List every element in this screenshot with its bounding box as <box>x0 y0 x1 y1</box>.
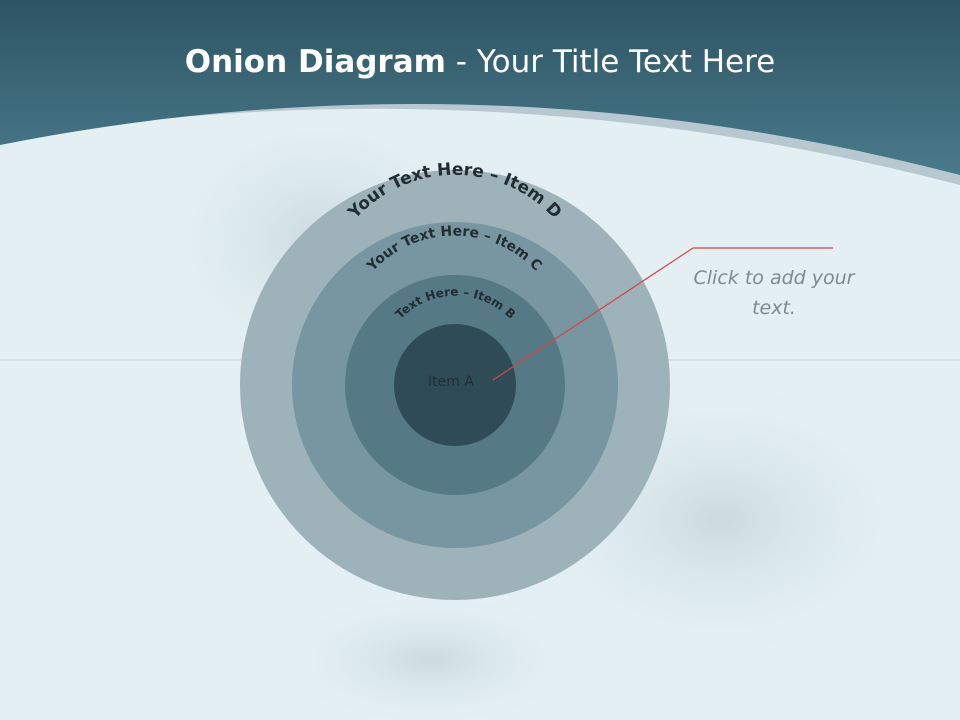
callout-connector-line <box>492 247 833 381</box>
layer-a-label: Item A <box>428 374 474 390</box>
glass-reflection <box>270 590 590 720</box>
title-bold: Onion Diagram <box>184 44 446 80</box>
callout-text-placeholder[interactable]: Click to add your text. <box>693 267 855 319</box>
slide-title[interactable]: Onion Diagram - Your Title Text Here <box>0 44 960 80</box>
layer-a-core[interactable] <box>394 324 516 446</box>
title-rest: - Your Title Text Here <box>445 44 776 80</box>
header-band <box>0 0 960 175</box>
